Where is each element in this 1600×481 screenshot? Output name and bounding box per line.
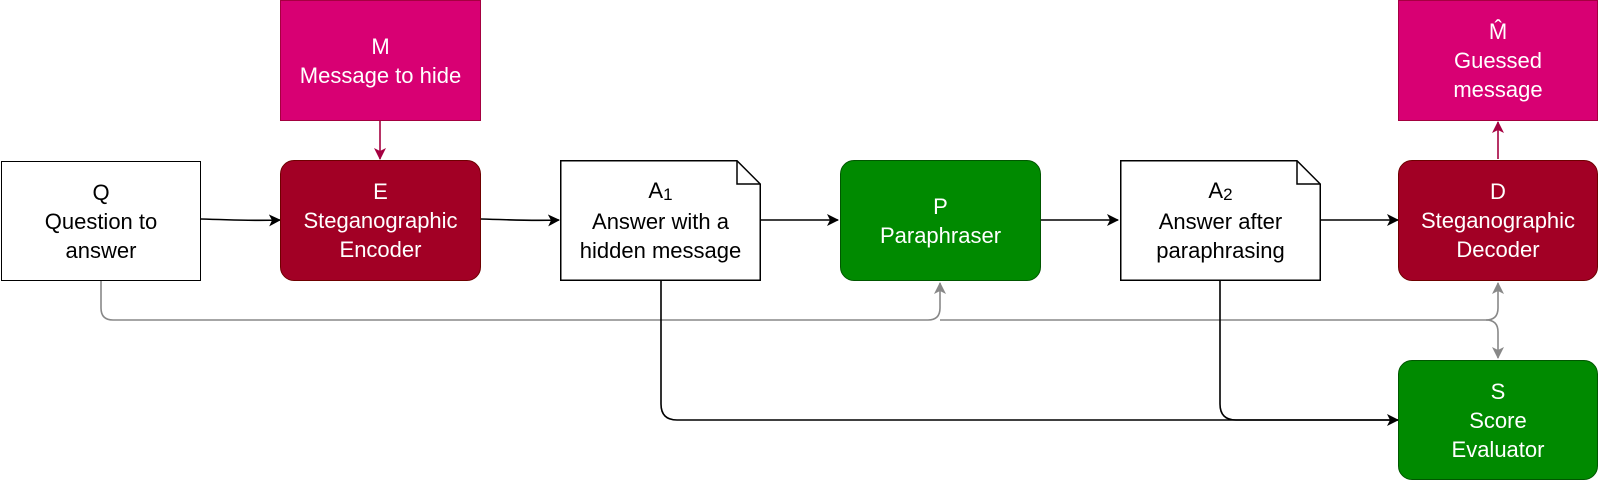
decoder-line1: Steganographic	[1420, 208, 1576, 233]
arrow-answer2-to-evaluator	[1219, 281, 1398, 421]
answer1-index: 1	[663, 185, 673, 204]
answer1-letter: A	[648, 178, 664, 203]
answer2-line2: paraphrasing	[1156, 238, 1285, 263]
decoder-line2: Decoder	[1456, 237, 1540, 262]
decoder-letter: D	[1490, 179, 1506, 204]
answer1-label: A1	[648, 176, 672, 207]
answer1-line1: Answer with a	[592, 209, 729, 234]
evaluator-node: S Score Evaluator	[1398, 360, 1598, 480]
guessed-message-node: M̂ Guessed message	[1398, 0, 1598, 121]
arrow-question-to-evaluator	[1485, 319, 1504, 359]
question-line2: answer	[65, 237, 137, 263]
question-line1: Question to	[44, 208, 158, 234]
guessed-line1: Guessed	[1453, 48, 1543, 73]
paraphraser-node: P Paraphraser	[840, 160, 1041, 281]
decoder-node: D Steganographic Decoder	[1398, 160, 1598, 281]
arrow-answer1-to-evaluator	[660, 281, 1399, 426]
message-line1: Message to hide	[299, 62, 462, 88]
answer2-label: A2	[1208, 176, 1232, 207]
guessed-line2: message	[1453, 77, 1543, 102]
question-letter: Q	[92, 179, 110, 205]
message-node: M Message to hide	[280, 0, 481, 121]
message-letter: M	[371, 33, 390, 59]
arrow-encoder-to-answer1	[480, 214, 560, 227]
answer1-line2: hidden message	[579, 238, 742, 263]
encoder-letter: E	[373, 179, 388, 204]
document-shape-icon	[560, 160, 761, 281]
answer2-line1: Answer after	[1158, 209, 1283, 234]
document-shape-icon	[1120, 160, 1321, 281]
encoder-node: E Steganographic Encoder	[280, 160, 481, 281]
evaluator-letter: S	[1490, 378, 1506, 404]
evaluator-line1: Score	[1469, 407, 1527, 433]
arrow-question-to-encoder	[200, 214, 281, 227]
answer1-node: A1 Answer with a hidden message	[560, 160, 761, 281]
question-node: Q Question to answer	[1, 161, 201, 281]
arrow-question-to-decoder	[940, 282, 1504, 321]
encoder-line1: Steganographic	[303, 208, 458, 233]
answer2-index: 2	[1223, 185, 1233, 204]
paraphraser-letter: P	[933, 193, 948, 219]
paraphraser-line1: Paraphraser	[879, 222, 1002, 248]
guessed-letter: M̂	[1488, 19, 1508, 44]
encoder-line2: Encoder	[339, 237, 422, 262]
answer2-node: A2 Answer after paraphrasing	[1120, 160, 1321, 281]
arrow-question-to-paraphraser	[100, 281, 946, 321]
evaluator-line2: Evaluator	[1451, 436, 1545, 462]
answer2-letter: A	[1208, 178, 1224, 203]
